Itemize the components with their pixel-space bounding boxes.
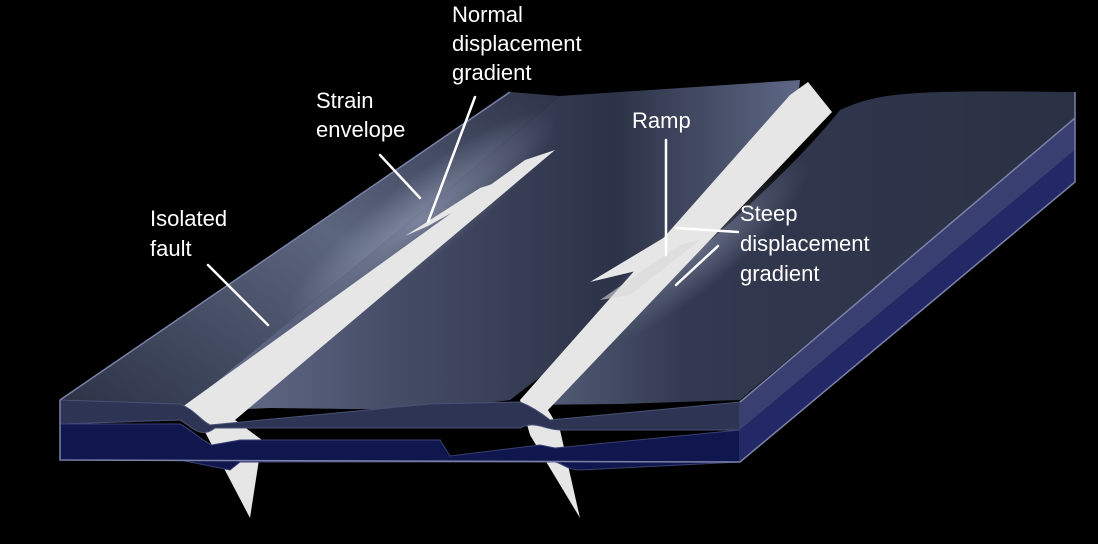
strain-envelope-fault-tip (405, 175, 520, 236)
ramp-lower-tip (600, 240, 700, 300)
right-side-face (740, 118, 1075, 430)
front-lower-layer (59, 423, 741, 471)
right-block-surface (520, 91, 1075, 405)
block-outline (59, 91, 1076, 463)
label-isolated-fault: Isolated fault (150, 206, 233, 261)
label-ramp: Ramp (632, 108, 691, 133)
strain-envelope-leader (378, 153, 422, 200)
label-normal-gradient: Normal displacement gradient (452, 2, 588, 85)
steep-gradient-leader (674, 226, 740, 287)
main-fault-scarp (520, 82, 832, 518)
normal-gradient-leader (426, 95, 477, 224)
label-strain-envelope: Strain envelope (316, 88, 405, 142)
isolated-fault-leader (206, 263, 270, 327)
strain-envelope-shading (283, 110, 557, 330)
label-steep-gradient: Steep displacement gradient (740, 201, 876, 286)
right-side-lower (740, 150, 1075, 462)
